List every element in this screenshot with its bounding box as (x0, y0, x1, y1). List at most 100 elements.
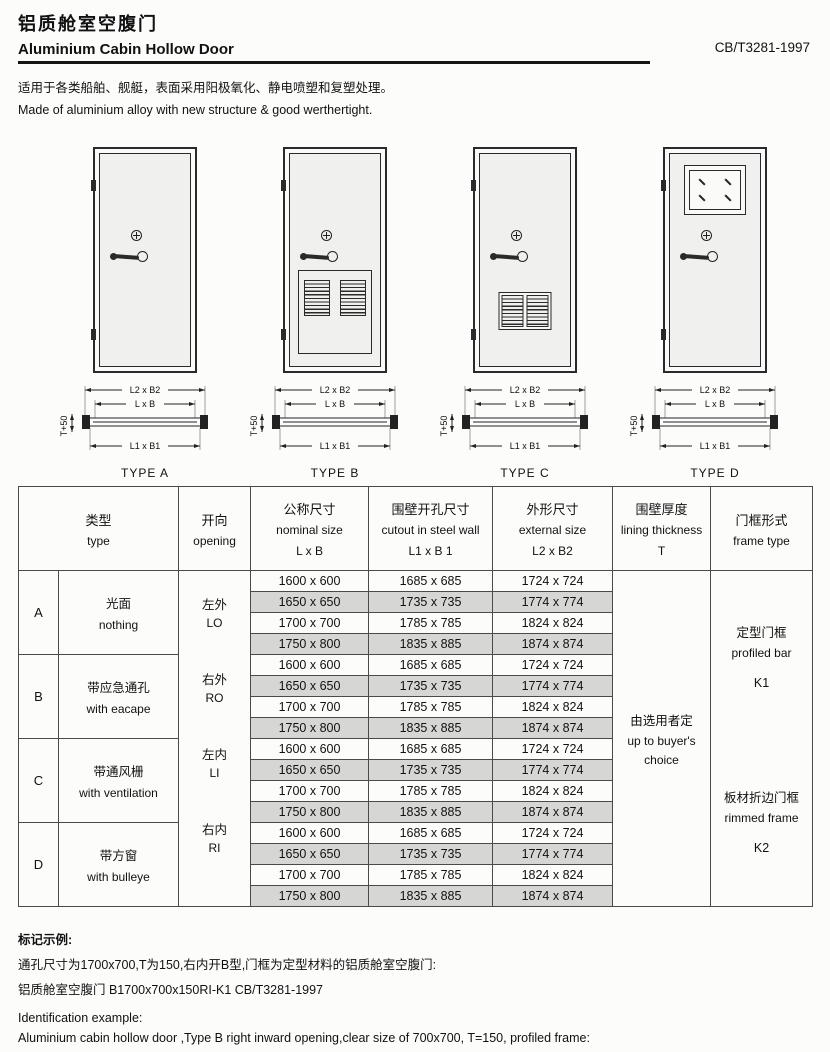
opening-option-en: LI (209, 766, 220, 780)
identification-example: 标记示例: 通孔尺寸为1700x700,T为150,右内开B型,门框为定型材料的… (0, 907, 830, 1052)
col-header-lining-sub: T (657, 544, 666, 558)
col-header-lining: 围壁厚度 lining thickness T (612, 486, 712, 571)
opening-option-cn: 右内 (202, 823, 228, 837)
description-en: Made of aluminium alloy with new structu… (18, 103, 373, 117)
cutout-cell: 1735 x 735 (368, 591, 494, 613)
type-desc-cn: 带通风栅 (93, 765, 144, 779)
col-header-external-cn: 外形尺寸 (526, 502, 579, 517)
door-type-label: TYPE D (690, 466, 740, 480)
dim-label-external: L2 x B2 (700, 385, 731, 395)
door-frame (471, 147, 577, 373)
external-cell: 1774 x 774 (492, 591, 614, 613)
hinge-icon (281, 329, 286, 340)
screw-icon (724, 194, 732, 202)
door-handle-icon (300, 251, 338, 262)
external-cell: 1824 x 824 (492, 780, 614, 802)
col-header-external-en: external size (518, 523, 587, 537)
louver-grille-icon (304, 280, 330, 316)
col-header-cutout: 围壁开孔尺寸 cutout in steel wall L1 x B 1 (368, 486, 494, 571)
hinge-icon (91, 180, 96, 191)
example-line-cn-1: 通孔尺寸为1700x700,T为150,右内开B型,门框为定型材料的铝质舱室空腹… (18, 958, 437, 972)
type-desc-cell: 带通风栅 with ventilation (57, 738, 180, 823)
col-header-external: 外形尺寸 external size L2 x B2 (492, 486, 614, 571)
nominal-cell: 1700 x 700 (250, 864, 370, 886)
col-header-cutout-en: cutout in steel wall (381, 523, 480, 537)
type-letter-cell: C (18, 738, 59, 823)
col-header-nominal: 公称尺寸 nominal size L x B (250, 486, 370, 571)
dim-label-external: L2 x B2 (130, 385, 161, 395)
col-header-lining-cn: 围壁厚度 (635, 502, 688, 517)
col-header-nominal-en: nominal size (276, 523, 343, 537)
title-rule (18, 61, 650, 64)
col-header-opening-cn: 开向 (201, 512, 228, 528)
cutout-cell: 1685 x 685 (368, 738, 494, 760)
col-header-external-sub: L2 x B2 (532, 544, 573, 558)
cutout-cell: 1685 x 685 (368, 570, 494, 592)
col-header-lining-en: lining thickness (620, 523, 703, 537)
door-handle-icon (680, 251, 718, 262)
section-drawing: L2 x B2 L x B L1 x B1 T+50 (250, 384, 398, 451)
louver-grille-icon (501, 295, 524, 327)
screw-icon (698, 194, 706, 202)
page-title-en: Aluminium Cabin Hollow Door (18, 41, 234, 58)
opening-option: 左内 LI (181, 744, 248, 780)
frame-option-en: rimmed frame (724, 811, 799, 825)
opening-option-cn: 左外 (202, 598, 228, 612)
external-cell: 1874 x 874 (492, 633, 614, 655)
cutout-cell: 1785 x 785 (368, 780, 494, 802)
cutout-cell: 1835 x 885 (368, 801, 494, 823)
lock-cylinder-icon (511, 230, 522, 241)
dim-label-external: L2 x B2 (320, 385, 351, 395)
frame-option-code: K2 (753, 841, 770, 855)
col-header-type-en: type (87, 533, 110, 548)
dim-label-thickness: T+50 (440, 416, 449, 437)
description-cn: 适用于各类船舶、舰艇，表面采用阳极氧化、静电喷塑和复塑处理。 (18, 81, 394, 95)
nominal-cell: 1600 x 600 (250, 570, 370, 592)
type-desc-en: with ventilation (79, 786, 158, 800)
nominal-cell: 1600 x 600 (250, 822, 370, 844)
external-cell: 1824 x 824 (492, 612, 614, 634)
cutout-cell: 1835 x 885 (368, 717, 494, 739)
opening-option-cn: 左内 (202, 748, 228, 762)
dim-label-nominal: L x B (515, 399, 535, 409)
escape-panel (298, 270, 372, 354)
hinge-icon (661, 329, 666, 340)
dim-label-cutout: L1 x B1 (510, 441, 541, 451)
external-cell: 1774 x 774 (492, 843, 614, 865)
col-header-frame-cn: 门框形式 (735, 512, 788, 528)
door-handle-icon (490, 251, 528, 262)
nominal-cell: 1650 x 650 (250, 591, 370, 613)
table-header-row: 类型 type 开向 opening 公称尺寸 nominal size L x… (17, 486, 814, 571)
door-figure: L2 x B2 L x B L1 x B1 T+50 TYPE C (436, 147, 614, 480)
lining-en-1: up to buyer's (627, 734, 696, 748)
col-header-nominal-sub: L x B (296, 544, 323, 558)
dim-label-thickness: T+50 (630, 416, 639, 437)
col-header-opening: 开向 opening (178, 486, 252, 571)
cutout-cell: 1685 x 685 (368, 654, 494, 676)
door-figure: L2 x B2 L x B L1 x B1 T+50 TYPE A (56, 147, 234, 480)
ventilation-grille (498, 292, 552, 330)
nominal-cell: 1750 x 800 (250, 717, 370, 739)
col-header-cutout-cn: 围壁开孔尺寸 (391, 502, 470, 517)
dim-label-thickness: T+50 (60, 416, 69, 437)
type-desc-cn: 带应急通孔 (87, 681, 150, 695)
door-figure: L2 x B2 L x B L1 x B1 T+50 TYPE B (246, 147, 424, 480)
door-frame (91, 147, 197, 373)
frame-option-code: K1 (753, 676, 770, 690)
hinge-icon (661, 180, 666, 191)
nominal-cell: 1750 x 800 (250, 633, 370, 655)
